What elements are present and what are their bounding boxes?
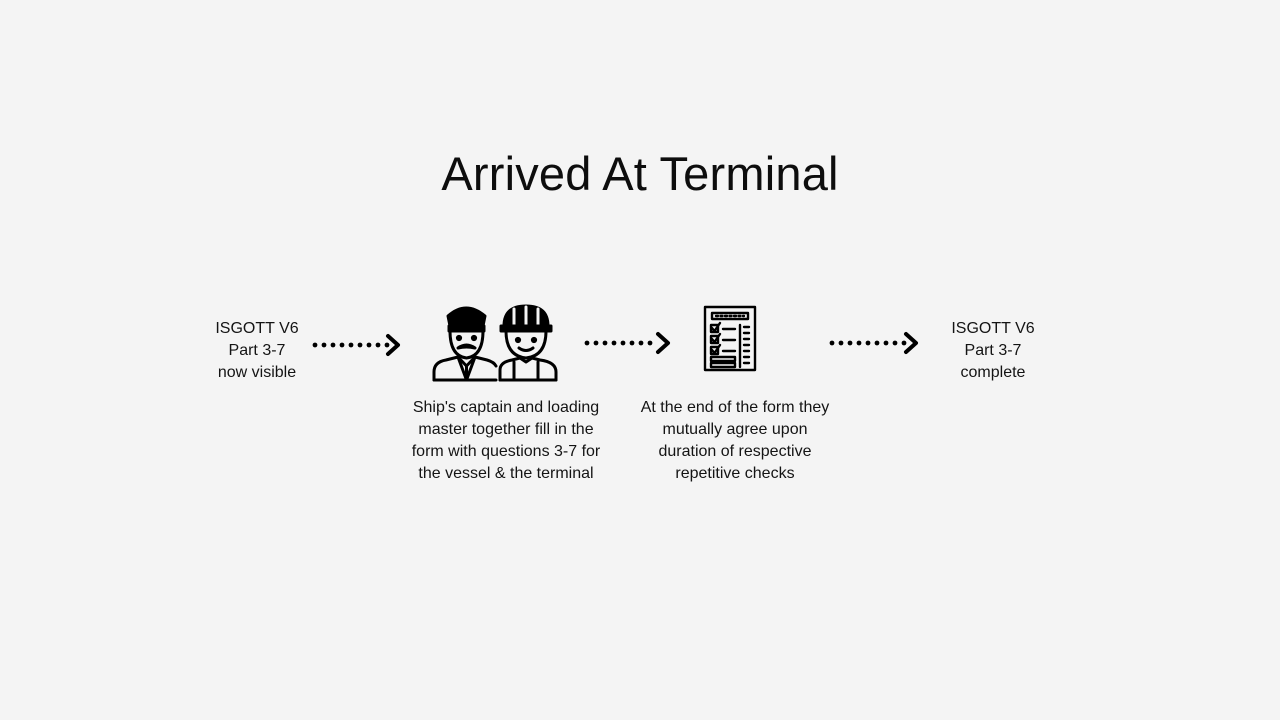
dotted-arrow-2 bbox=[584, 332, 670, 354]
end-state-label: ISGOTT V6 Part 3-7 complete bbox=[932, 318, 1054, 384]
start-state-line-1: ISGOTT V6 bbox=[215, 320, 299, 337]
captain-and-loading-master-icon bbox=[432, 304, 558, 382]
agree-checks-caption-line-3: duration of respective bbox=[658, 443, 812, 460]
agree-checks-caption-line-4: repetitive checks bbox=[675, 465, 795, 482]
end-state-line-1: ISGOTT V6 bbox=[951, 320, 1035, 337]
fill-form-caption-line-4: the vessel & the terminal bbox=[418, 465, 594, 482]
start-state-label: ISGOTT V6 Part 3-7 now visible bbox=[196, 318, 318, 384]
agree-checks-caption-line-1: At the end of the form they bbox=[640, 399, 830, 416]
start-state-line-3: now visible bbox=[217, 364, 297, 381]
step-agree-checks-caption: At the end of the form they mutually agr… bbox=[632, 397, 838, 485]
end-state-line-2: Part 3-7 bbox=[964, 342, 1022, 359]
end-state-line-3: complete bbox=[960, 364, 1026, 381]
dotted-arrow-1 bbox=[312, 334, 400, 356]
fill-form-caption-line-2: master together fill in the bbox=[418, 421, 594, 438]
fill-form-caption-line-3: form with questions 3-7 for bbox=[411, 443, 601, 460]
fill-form-caption-line-1: Ship's captain and loading bbox=[412, 399, 600, 416]
dotted-arrow-3 bbox=[829, 332, 918, 354]
start-state-line-2: Part 3-7 bbox=[228, 342, 286, 359]
step-fill-form-caption: Ship's captain and loading master togeth… bbox=[404, 397, 608, 485]
diagram-title: Arrived At Terminal bbox=[441, 147, 839, 200]
checklist-form-icon bbox=[703, 305, 757, 372]
agree-checks-caption-line-2: mutually agree upon bbox=[662, 421, 808, 438]
